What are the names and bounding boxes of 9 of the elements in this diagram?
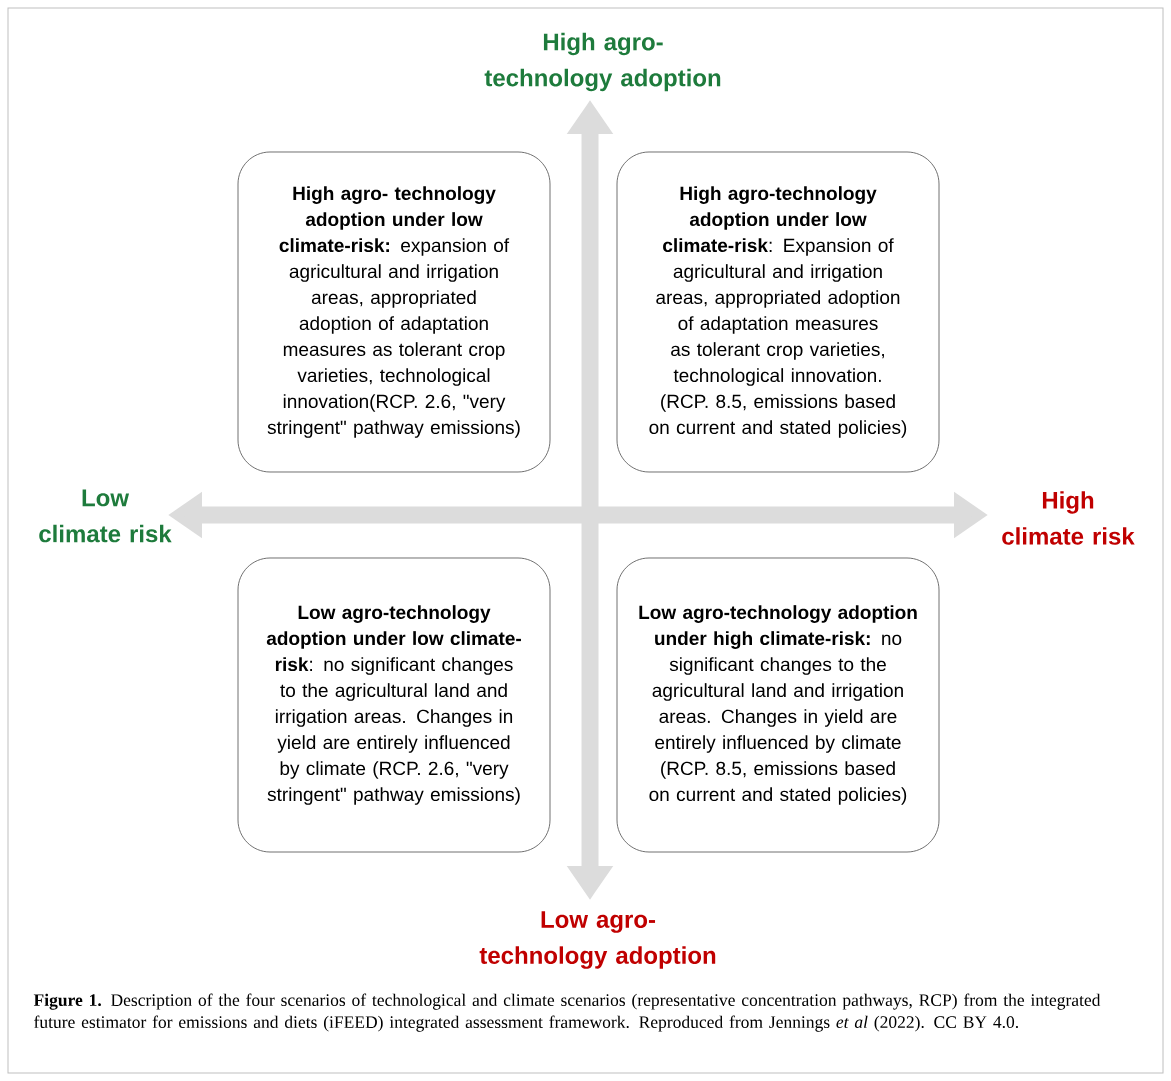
scenario-box: High agro-technology adoption under low climate-risk: Expansion of agricultural and irrigation areas, appropriated adoption of adaptation measures as tolerant crop varieties, technological innovation. (RCP. 8.5, emissions based on current and stated policies) xyxy=(616,151,940,473)
caption: Figure 1. Description of the four scenarios of technological and climate scenarios (representative concentration pathways, RCP) from the integrated future estimator for emissions and diets (iFEED) integrated assessment framework. Reproduced from Jennings et al (2022). CC BY 4.0. xyxy=(33,993,1101,1032)
scenario-box: Low agro-technology adoption under low climate-risk: no significant changes to the agricultural land and irrigation areas. Changes in yield are entirely influenced by climate (RCP. 2.6, "very stringent" pathway emissions) xyxy=(237,557,551,853)
axis-label: High agro-technology adoption xyxy=(484,32,721,92)
axis-label: Low climate risk xyxy=(39,489,172,543)
scenario-box: Low agro-technology adoption under high climate-risk: no significant changes to the agricultural land and irrigation areas. Changes in yield are entirely influenced by climate (RCP. 8.5, emissions based on current and stated policies) xyxy=(616,557,940,853)
axis-label: Low agro-technology adoption xyxy=(479,911,716,969)
scenario-box: High agro- technology adoption under low climate-risk: expansion of agricultural and irrigation areas, appropriated adoption of adaptation measures as tolerant crop varieties, technological innovation(RCP. 2.6, "very stringent" pathway emissions) xyxy=(237,151,551,473)
axis-label: High climate risk xyxy=(1002,491,1135,545)
